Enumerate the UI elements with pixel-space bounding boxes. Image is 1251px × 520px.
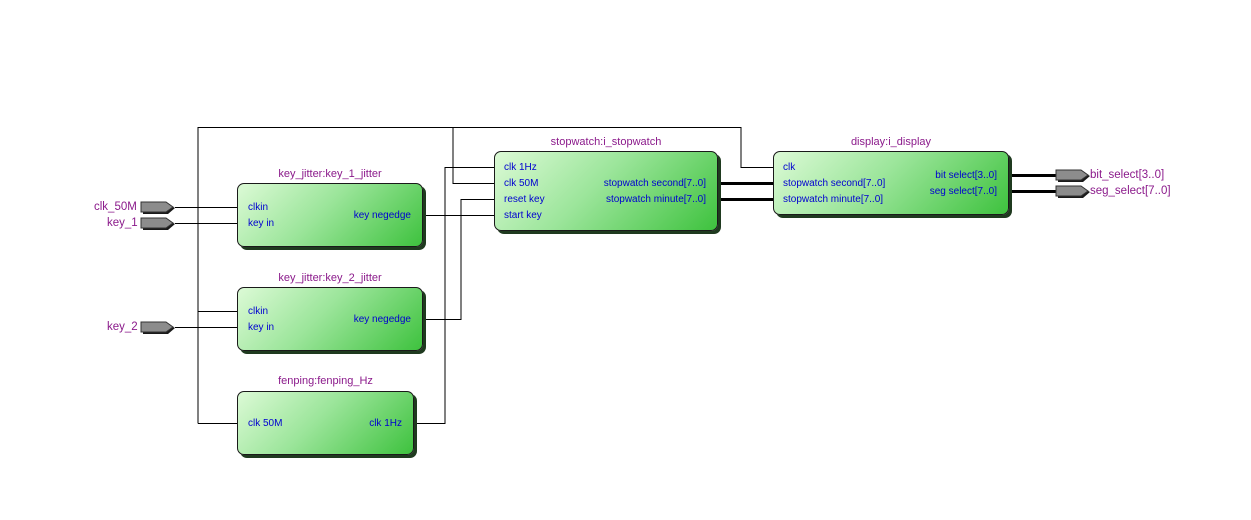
wire-clk-50m-stopwatch	[452, 127, 494, 184]
output-pin-seg-select-icon[interactable]	[1055, 185, 1090, 198]
output-pin-bit-select-icon[interactable]	[1055, 169, 1090, 182]
block-title-stopwatch: stopwatch:i_stopwatch	[550, 136, 662, 148]
wire-clk-50m-trunk	[197, 127, 773, 424]
port-key-in: key in	[248, 322, 275, 333]
block-key-2-jitter[interactable]: clkin key in key negedge	[237, 287, 423, 351]
port-stopwatch-second: stopwatch second[7..0]	[603, 178, 706, 189]
input-pin-clk-50m-icon[interactable]	[140, 201, 175, 214]
port-clk-1hz: clk 1Hz	[369, 418, 402, 429]
port-key-in: key in	[248, 218, 275, 229]
port-start-key: start key	[504, 210, 542, 221]
port-clk-50m: clk 50M	[504, 178, 539, 189]
block-title-key2: key_jitter:key_2_jitter	[278, 272, 382, 284]
port-key-negedge: key negedge	[353, 314, 411, 325]
input-label-key-1: key_1	[107, 217, 138, 229]
input-pin-key-1-icon[interactable]	[140, 217, 175, 230]
port-clk-1hz: clk 1Hz	[504, 162, 537, 173]
input-label-clk-50m: clk_50M	[94, 201, 137, 213]
port-clkin: clkin	[248, 202, 269, 213]
port-stopwatch-minute: stopwatch minute[7..0]	[605, 194, 706, 205]
port-key-negedge: key negedge	[353, 210, 411, 221]
wire-key2-negedge	[423, 199, 494, 320]
block-display[interactable]: clk stopwatch second[7..0] stopwatch min…	[773, 151, 1009, 215]
block-fenping-hz[interactable]: clk 50M clk 1Hz	[237, 391, 414, 455]
block-key-1-jitter[interactable]: clkin key in key negedge	[237, 183, 423, 247]
port-stopwatch-minute: stopwatch minute[7..0]	[783, 194, 884, 205]
output-label-seg-select: seg_select[7..0]	[1090, 185, 1171, 197]
output-label-bit-select: bit_select[3..0]	[1090, 169, 1165, 181]
port-reset-key: reset key	[504, 194, 545, 205]
port-clkin: clkin	[248, 306, 269, 317]
port-seg-select: seg select[7..0]	[929, 186, 997, 197]
port-clk-50m: clk 50M	[248, 418, 283, 429]
port-clk: clk	[783, 162, 796, 173]
input-label-key-2: key_2	[107, 321, 138, 333]
block-title-display: display:i_display	[850, 136, 932, 148]
block-stopwatch[interactable]: clk 1Hz clk 50M reset key start key stop…	[494, 151, 718, 231]
input-pin-key-2-icon[interactable]	[140, 321, 175, 334]
block-title-fenping: fenping:fenping_Hz	[278, 375, 373, 387]
port-stopwatch-second: stopwatch second[7..0]	[783, 178, 886, 189]
wire-clk-1hz	[414, 167, 494, 424]
block-title-key1: key_jitter:key_1_jitter	[278, 168, 382, 180]
port-bit-select: bit select[3..0]	[935, 170, 997, 181]
